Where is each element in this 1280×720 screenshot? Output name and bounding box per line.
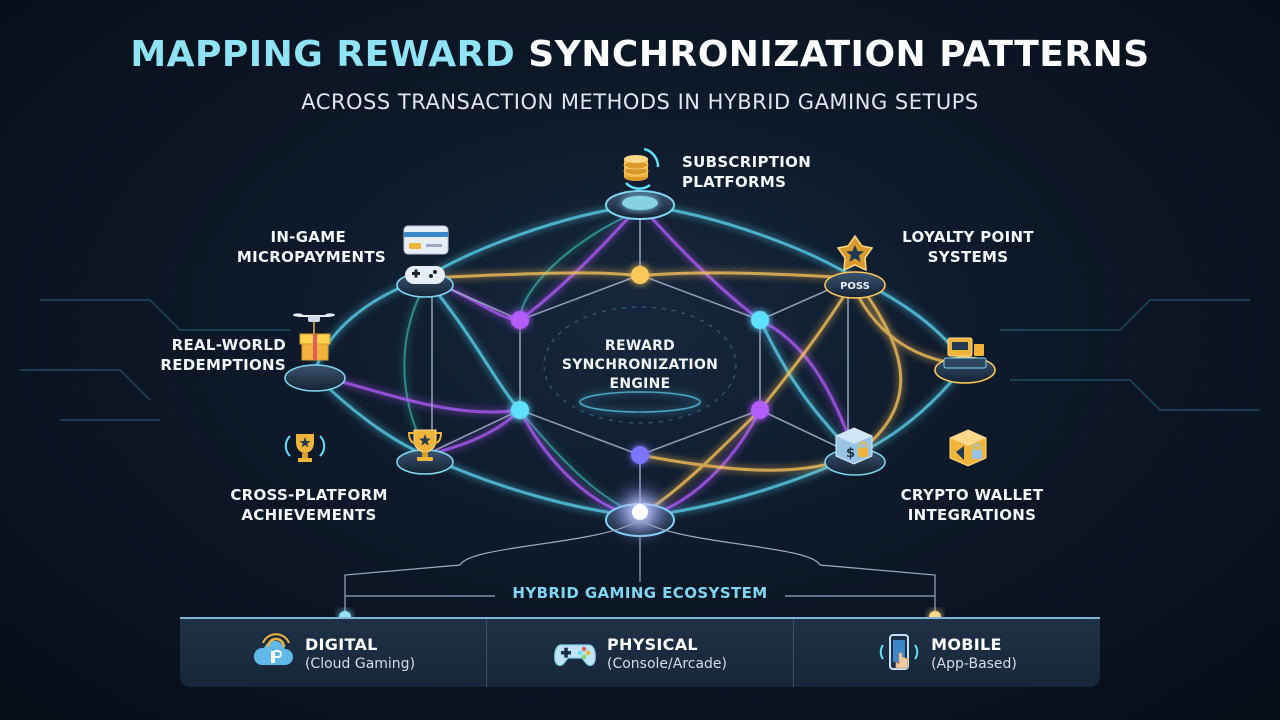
gift-drone-icon <box>293 313 335 361</box>
pos-terminal-icon <box>943 337 987 369</box>
ecosystem-connectors <box>344 519 936 616</box>
label-crypto-wallet-integrations: CRYPTO WALLET INTEGRATIONS <box>892 485 1052 525</box>
label-subscription-platforms: SUBSCRIPTION PLATFORMS <box>682 152 811 192</box>
title-part-2: SYNCHRONIZATION PATTERNS <box>528 34 1150 75</box>
page-title: MAPPING REWARD SYNCHRONIZATION PATTERNS <box>0 34 1280 75</box>
ecosystem-panel: DIGITAL (Cloud Gaming) PHYSICAL (Console… <box>180 617 1100 687</box>
trophy-signal-icon <box>284 434 326 462</box>
ecosystem-label: HYBRID GAMING ECOSYSTEM <box>512 584 768 602</box>
micropayments-node[interactable] <box>396 266 454 298</box>
engine-line: SYNCHRONIZATION <box>561 357 719 373</box>
coin-stack-sync-icon <box>623 147 660 190</box>
category-title: PHYSICAL <box>606 634 698 654</box>
label-line: CRYPTO WALLET <box>900 486 1044 504</box>
svg-text:$: $ <box>846 446 855 461</box>
circuit-traces <box>20 299 1260 421</box>
page-subtitle: ACROSS TRANSACTION METHODS IN HYBRID GAM… <box>301 90 979 114</box>
grid-right <box>1020 250 1280 450</box>
category-title: MOBILE <box>931 634 1002 654</box>
smartphone-touch-icon <box>879 634 919 670</box>
label-line: CROSS-PLATFORM <box>230 486 388 504</box>
subscription-node[interactable] <box>605 190 675 220</box>
category-title: DIGITAL <box>304 634 378 654</box>
gamepad-icon <box>554 644 596 666</box>
poss-badge: POSS <box>840 281 870 292</box>
category-mobile[interactable]: MOBILE (App-Based) <box>793 619 1100 687</box>
engine-line: ENGINE <box>609 376 671 392</box>
label-line: SYSTEMS <box>927 248 1009 266</box>
category-detail: (App-Based) <box>931 655 1017 672</box>
category-digital[interactable]: DIGITAL (Cloud Gaming) <box>180 619 486 687</box>
category-detail: (Cloud Gaming) <box>304 655 416 672</box>
credit-card-icon <box>403 225 449 255</box>
redemptions-node[interactable] <box>284 364 346 392</box>
cross-platform-node[interactable] <box>396 429 454 475</box>
crypto-cube-lock-icon: $ <box>835 427 873 465</box>
label-line: PLATFORMS <box>682 173 787 191</box>
label-line: LOYALTY POINT <box>902 228 1034 246</box>
hex-vertices <box>511 266 769 464</box>
label-line: REDEMPTIONS <box>160 356 286 374</box>
cloud-gaming-icon <box>253 633 293 665</box>
trophy-icon <box>407 429 443 461</box>
label-cross-platform-achievements: CROSS-PLATFORM ACHIEVEMENTS <box>226 485 392 525</box>
title-part-1: MAPPING REWARD <box>130 34 516 75</box>
loyalty-node[interactable]: POSS <box>824 234 886 299</box>
grid-left <box>0 250 260 450</box>
category-physical[interactable]: PHYSICAL (Console/Arcade) <box>486 619 793 687</box>
engine-core-rings <box>543 306 737 424</box>
crypto-cube-icon <box>949 429 987 467</box>
category-detail: (Console/Arcade) <box>606 655 728 672</box>
crypto-node[interactable]: $ <box>824 427 886 476</box>
pos-terminal-node[interactable] <box>934 337 996 384</box>
star-badge-icon <box>836 234 874 272</box>
label-real-world-redemptions: REAL-WORLD REDEMPTIONS <box>156 335 286 375</box>
reward-sync-engine-label: REWARD SYNCHRONIZATION ENGINE <box>540 337 740 394</box>
label-line: IN-GAME <box>270 228 346 246</box>
label-line: SUBSCRIPTION <box>682 153 812 171</box>
label-line: MICROPAYMENTS <box>236 248 386 266</box>
label-loyalty-point-systems: LOYALTY POINT SYSTEMS <box>898 227 1038 267</box>
label-line: ACHIEVEMENTS <box>241 506 377 524</box>
label-line: INTEGRATIONS <box>907 506 1037 524</box>
label-line: REAL-WORLD <box>171 336 286 354</box>
label-in-game-micropayments: IN-GAME MICROPAYMENTS <box>230 227 386 267</box>
gamepad-icon <box>405 266 445 284</box>
engine-line: REWARD <box>604 338 676 354</box>
